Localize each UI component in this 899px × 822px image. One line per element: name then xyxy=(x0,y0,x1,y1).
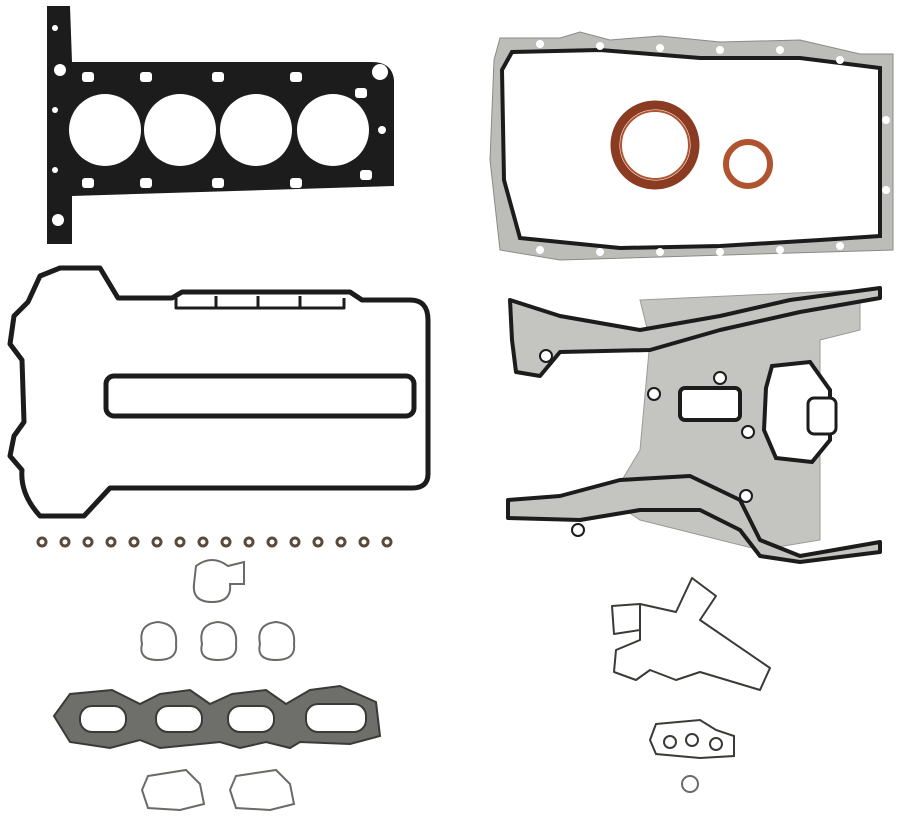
flange-gaskets xyxy=(140,768,296,812)
water-pump-gasket xyxy=(611,577,771,691)
crankshaft-seal-large xyxy=(610,100,700,190)
timing-cover-gasket xyxy=(506,286,882,564)
cylinder-head-gasket xyxy=(47,6,394,244)
exhaust-manifold-gasket xyxy=(52,684,382,750)
thermostat-gasket xyxy=(648,718,735,760)
valve-cover-gasket xyxy=(7,265,431,519)
crankshaft-seal-small xyxy=(723,139,773,189)
valve-stem-seals xyxy=(36,536,393,548)
o-ring xyxy=(681,775,699,793)
small-port-gaskets xyxy=(140,559,296,662)
